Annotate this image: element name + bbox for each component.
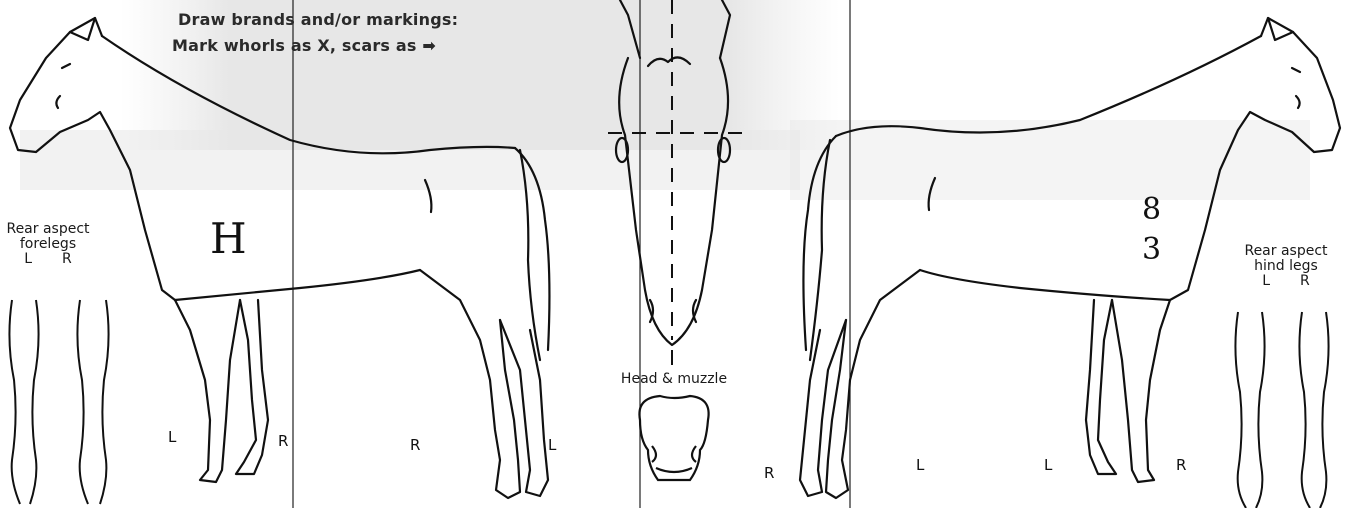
right-horse-front-l-label: L [1044,456,1052,474]
instruction-line-1: Draw brands and/or markings: [178,10,458,29]
forelegs-rear-outline [9,300,108,504]
head-muzzle-caption: Head & muzzle [604,372,744,387]
left-horse-hind-r-label: R [410,436,420,454]
instruction-line-2-text: Mark whorls as X, scars as [172,36,417,55]
right-horse-hind-l-label: L [916,456,924,474]
hindlegs-rear-outline [1235,312,1328,508]
head-r-label: R [764,464,774,482]
handwritten-digit-3: 3 [1142,232,1161,267]
hindlegs-caption: Rear aspect hind legs LR [1236,244,1336,289]
forelegs-caption: Rear aspect forelegs LR [0,222,96,267]
instruction-line-2: Mark whorls as X, scars as ➡ [172,36,436,55]
handwritten-digit-8: 8 [1142,192,1161,227]
left-horse-front-r-label: R [278,432,288,450]
left-horse-hind-l-label: L [548,436,556,454]
right-horse-front-r-label: R [1176,456,1186,474]
left-horse-front-l-label: L [168,428,176,446]
muzzle-outline [639,396,708,480]
handwritten-h-mark: H [210,214,247,263]
arrow-right-icon: ➡ [422,36,436,55]
